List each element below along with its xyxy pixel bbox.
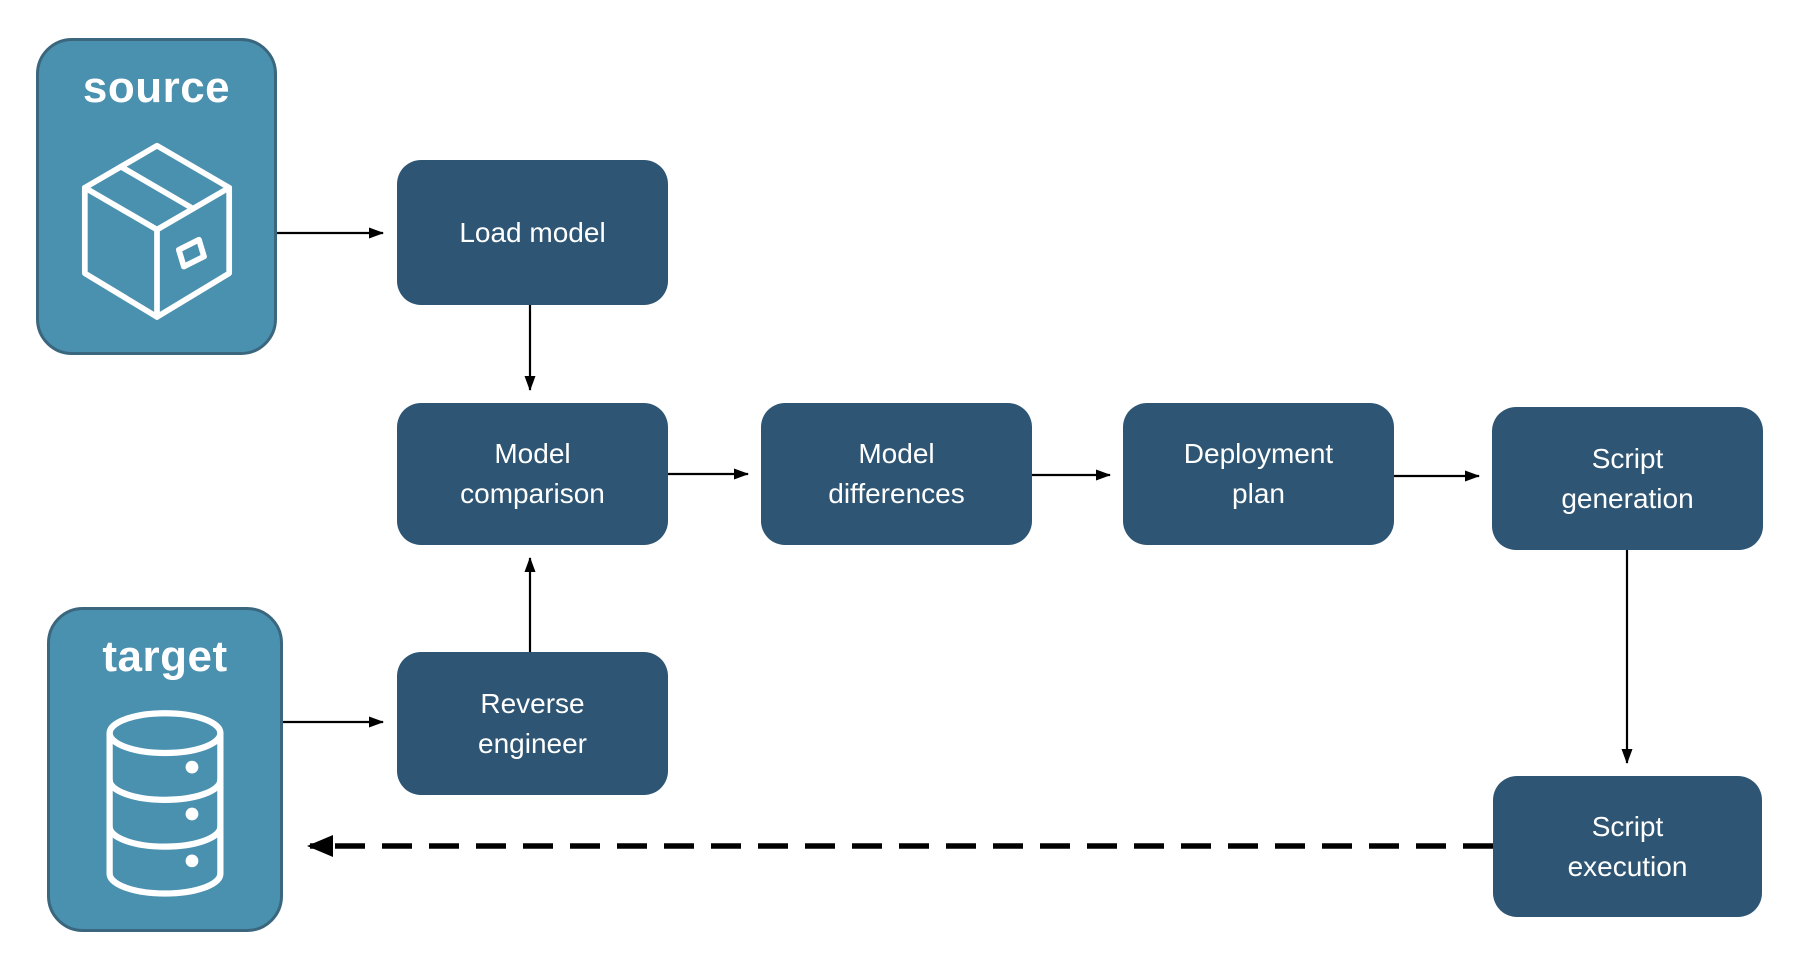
deployment-plan-label: Deployment plan xyxy=(1183,438,1334,509)
model-comparison-label: Model comparison xyxy=(460,438,605,509)
source-icon-wrap xyxy=(39,113,274,352)
node-deployment-plan: Deployment plan xyxy=(1123,403,1394,545)
package-box-icon xyxy=(81,142,232,320)
node-load-model: Load model xyxy=(397,160,668,305)
entity-target: target xyxy=(47,607,283,932)
node-script-generation: Script generation xyxy=(1492,407,1763,550)
target-icon-wrap xyxy=(50,682,280,929)
target-label: target xyxy=(102,632,228,681)
load-model-label: Load model xyxy=(459,216,606,248)
node-model-comparison: Model comparison xyxy=(397,403,668,545)
entity-source: source xyxy=(36,38,277,355)
reverse-engineer-label: Reverse engineer xyxy=(478,687,587,759)
script-generation-label: Script generation xyxy=(1561,442,1694,514)
database-icon xyxy=(106,710,224,897)
node-model-differences: Model differences xyxy=(761,403,1032,545)
node-script-execution: Script execution xyxy=(1493,776,1762,917)
node-reverse-engineer: Reverse engineer xyxy=(397,652,668,795)
source-label: source xyxy=(82,63,231,112)
model-differences-label: Model differences xyxy=(828,438,965,509)
script-execution-label: Script execution xyxy=(1567,810,1688,882)
